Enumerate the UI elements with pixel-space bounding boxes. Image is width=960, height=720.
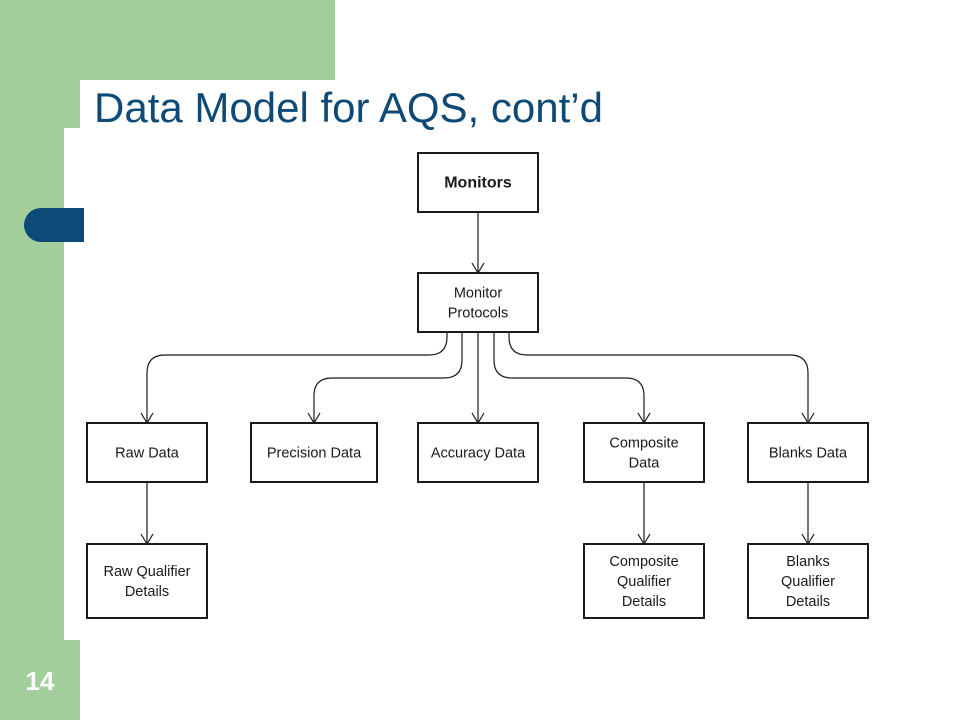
blue-bullet-tab: [24, 208, 84, 242]
node-monitors: Monitors: [417, 152, 539, 213]
slide-number: 14: [25, 666, 55, 696]
node-label: Composite: [609, 554, 678, 570]
edges-layer: [140, 212, 815, 546]
edge-raw-data-to-raw-qualifier-details: [140, 482, 154, 546]
node-precision-data: Precision Data: [250, 422, 378, 483]
node-label: Details: [125, 584, 169, 600]
node-box: [583, 543, 705, 619]
node-label: Qualifier: [617, 574, 671, 590]
node-label: Qualifier: [781, 574, 835, 590]
node-box: [583, 422, 705, 483]
edge-monitors-to-monitor-protocols: [471, 212, 485, 275]
node-label: Blanks: [786, 554, 830, 570]
node-label: Details: [622, 594, 666, 610]
node-label: Details: [786, 594, 830, 610]
node-box: [86, 543, 208, 619]
node-box: [250, 422, 378, 483]
node-label: Raw Data: [115, 446, 180, 462]
node-box: [417, 152, 539, 213]
node-box: [417, 422, 539, 483]
edge-line: [508, 332, 809, 423]
edge-composite-data-to-composite-qualifier-details: [637, 482, 651, 546]
node-label: Data: [629, 456, 661, 472]
edge-line: [146, 332, 448, 423]
node-label: Protocols: [448, 306, 508, 322]
node-label: Monitors: [444, 175, 512, 192]
node-accuracy-data: Accuracy Data: [417, 422, 539, 483]
node-label: Accuracy Data: [431, 446, 526, 462]
edge-monitor-protocols-to-precision-data: [307, 332, 463, 425]
node-label: Blanks Data: [769, 446, 848, 462]
node-blanks-data: Blanks Data: [747, 422, 869, 483]
edge-blanks-data-to-blanks-qualifier-details: [801, 482, 815, 546]
edge-monitor-protocols-to-composite-data: [493, 332, 651, 425]
node-box: [747, 543, 869, 619]
edge-line: [493, 332, 645, 423]
node-label: Raw Qualifier: [103, 564, 190, 580]
node-label: Composite: [609, 436, 678, 452]
slide-title: Data Model for AQS, cont’d: [94, 84, 603, 131]
node-box: [86, 422, 208, 483]
node-label: Precision Data: [267, 446, 362, 462]
edge-line: [313, 332, 463, 423]
edge-monitor-protocols-to-accuracy-data: [471, 332, 485, 425]
node-box: [417, 272, 539, 333]
node-raw-data: Raw Data: [86, 422, 208, 483]
node-label: Monitor: [454, 286, 503, 302]
node-box: [747, 422, 869, 483]
